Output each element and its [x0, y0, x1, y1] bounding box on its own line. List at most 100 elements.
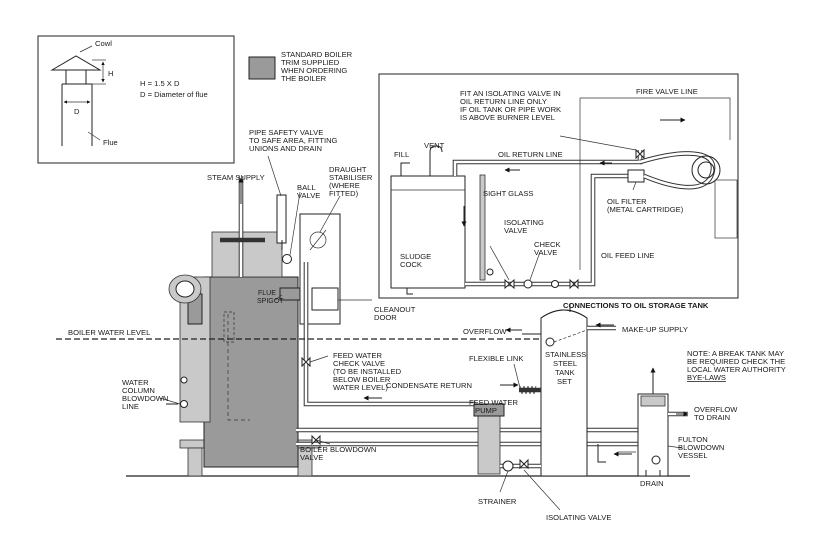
- oil-filter-label-1: OIL FILTER: [607, 197, 647, 206]
- oil-tank-inset: VENT FILL FIT AN ISOLATING VALVE IN OIL …: [378, 73, 739, 310]
- flue-inset: Cowl H D Flue H = 1.5 X D D = Diameter o…: [37, 35, 235, 164]
- flue-label: Flue: [103, 138, 118, 147]
- draught-stabiliser-label-1: DRAUGHT: [329, 165, 367, 174]
- draught-stabiliser-label-3: (WHERE: [329, 181, 360, 190]
- fill-label: FILL: [394, 150, 409, 159]
- fulton-blowdown-vessel-label-3: VESSEL: [678, 451, 708, 460]
- h-label: H: [108, 69, 113, 78]
- pipe-safety-valve-label-2: TO SAFE AREA, FITTING: [249, 136, 338, 145]
- diameter-label: D = Diameter of flue: [140, 90, 208, 99]
- flue-spigot-label-1: FLUE: [258, 290, 276, 297]
- legend-line-1: STANDARD BOILER: [281, 50, 353, 59]
- oil-storage-tank: [390, 175, 466, 289]
- condensate-return-label: CONDENSATE RETURN: [386, 381, 472, 390]
- feed-water-check-valve: [301, 356, 311, 368]
- feed-water-pump: [477, 413, 501, 475]
- break-tank-note-2: BE REQUIRED CHECK THE: [687, 357, 785, 366]
- isolating-note-4: IS ABOVE BURNER LEVEL: [460, 113, 555, 122]
- fire-valve-line-label: FIRE VALVE LINE: [636, 87, 698, 96]
- oil-inset-caption: CONNECTIONS TO OIL STORAGE TANK: [563, 301, 709, 310]
- flue-spigot-label-2: SPIGOT: [257, 298, 284, 305]
- oil-return-line-label: OIL RETURN LINE: [498, 150, 563, 159]
- oil-inset-frame: [378, 73, 739, 299]
- water-column-blowdown-label-2: COLUMN: [122, 386, 155, 395]
- steam-supply-label: STEAM SUPPLY: [207, 173, 265, 182]
- leader-lines: [159, 155, 683, 449]
- draught-stabiliser-label-4: FITTED): [329, 189, 359, 198]
- boiler-water-level-label: BOILER WATER LEVEL: [68, 328, 150, 337]
- pipe-safety-valve: [276, 194, 287, 244]
- legend-swatch: [248, 56, 276, 80]
- check-valve-label-2: VALVE: [534, 248, 557, 257]
- float-valve: [545, 337, 555, 347]
- feed-water-check-valve-label-5: WATER LEVEL): [333, 383, 388, 392]
- isolating-valve-label-1: ISOLATING: [504, 218, 544, 227]
- check-valve-label-1: CHECK: [534, 240, 561, 249]
- overflow-to-drain-label-1: OVERFLOW: [694, 405, 738, 414]
- boiler-blowdown-valve-label-2: VALVE: [300, 453, 323, 462]
- isolating-note-3: IF OIL TANK OR PIPE WORK: [460, 105, 561, 114]
- sludge-cock-label-2: COCK: [400, 260, 422, 269]
- isolating-valve-bottom-label: ISOLATING VALVE: [546, 513, 611, 522]
- feed-water-check-valve-label-3: (TO BE INSTALLED: [333, 367, 402, 376]
- sludge-cock-label-1: SLUDGE: [400, 252, 431, 261]
- feed-water-pump-label-2: PUMP: [475, 406, 497, 415]
- legend: STANDARD BOILER TRIM SUPPLIED WHEN ORDER…: [248, 50, 353, 83]
- drain-label: DRAIN: [640, 479, 664, 488]
- main-labels: PIPE SAFETY VALVE TO SAFE AREA, FITTING …: [68, 128, 786, 522]
- feed-water-check-valve-label-4: BELOW BOILER: [333, 375, 391, 384]
- oil-filter: [627, 169, 645, 183]
- break-tank-note-1: NOTE: A BREAK TANK MAY: [687, 349, 784, 358]
- stainless-tank-label-3: TANK: [555, 368, 575, 377]
- strainer: [502, 460, 514, 472]
- sight-glass-label: SIGHT GLASS: [483, 189, 534, 198]
- fire-valve-line: [580, 97, 731, 140]
- sludge-cock: [406, 288, 413, 295]
- isolating-note-1: FIT AN ISOLATING VALVE IN: [460, 89, 561, 98]
- water-column-blowdown-label-1: WATER: [122, 378, 149, 387]
- burner-unit: [691, 155, 721, 185]
- flexible-link-label: FLEXIBLE LINK: [469, 354, 523, 363]
- oil-filter-label-2: (METAL CARTRIDGE): [607, 205, 684, 214]
- make-up-supply-label: MAKE-UP SUPPLY: [622, 325, 688, 334]
- flue-inset-frame: [37, 35, 235, 164]
- ball-valve: [282, 254, 292, 264]
- feed-tank-assembly: [473, 304, 616, 511]
- cleanout-door-label-2: DOOR: [374, 313, 397, 322]
- isolating-note-2: OIL RETURN LINE ONLY: [460, 97, 547, 106]
- tank-check-valve: [523, 279, 533, 289]
- overflow-label: OVERFLOW: [463, 327, 507, 336]
- boiler-vessel: [203, 276, 299, 468]
- sight-glass: [479, 174, 486, 281]
- legend-line-2: TRIM SUPPLIED: [281, 58, 340, 67]
- feed-water-check-valve-label-2: CHECK VALVE: [333, 359, 385, 368]
- cowl-label: Cowl: [95, 39, 112, 48]
- stainless-tank-label-1: STAINLESS: [545, 350, 586, 359]
- vent-label: VENT: [424, 141, 445, 150]
- ball-valve-label-1: BALL: [297, 183, 316, 192]
- water-column-blowdown-label-3: BLOWDOWN: [122, 394, 168, 403]
- ball-valve-label-2: VALVE: [297, 191, 320, 200]
- tank-isolating-valve: [504, 278, 515, 290]
- feed-water-check-valve-label-1: FEED WATER: [333, 351, 382, 360]
- boiler-leg-left: [187, 447, 203, 477]
- overflow-to-drain-label-2: TO DRAIN: [694, 413, 730, 422]
- boiler-blowdown-valve-label-1: BOILER BLOWDOWN: [300, 445, 376, 454]
- stainless-tank-label-2: STEEL: [553, 359, 577, 368]
- formula-label: H = 1.5 X D: [140, 79, 180, 88]
- strainer-label: STRAINER: [478, 497, 517, 506]
- cowl-shape: [50, 55, 102, 71]
- water-column-blowdown-label-4: LINE: [122, 402, 139, 411]
- blowdown-vessel-assembly: [597, 367, 689, 477]
- pipe-safety-valve-label-3: UNIONS AND DRAIN: [249, 144, 322, 153]
- legend-line-4: THE BOILER: [281, 74, 327, 83]
- isolating-valve-label-2: VALVE: [504, 226, 527, 235]
- stainless-tank-label-4: SET: [557, 377, 572, 386]
- fulton-blowdown-vessel-label-1: FULTON: [678, 435, 708, 444]
- cleanout-door-label-1: CLEANOUT: [374, 305, 416, 314]
- cleanout-door: [311, 287, 339, 311]
- feed-water-pump-label-1: FEED WATER: [469, 398, 518, 407]
- boiler-assembly: [56, 176, 690, 477]
- fulton-blowdown-vessel-label-2: BLOWDOWN: [678, 443, 724, 452]
